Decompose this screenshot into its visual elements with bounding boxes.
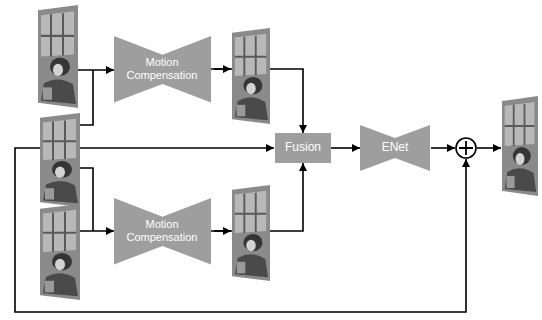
input-wire — [80, 168, 93, 231]
compensated-frame — [232, 185, 270, 281]
frame-wire — [214, 68, 231, 70]
center-wire — [80, 147, 274, 149]
frame-wire — [214, 230, 231, 232]
input-wire — [78, 69, 114, 71]
bowtie-shape — [114, 198, 211, 265]
bowtie-shape — [360, 125, 430, 171]
sum-symbol — [456, 138, 476, 158]
input-frame — [40, 113, 80, 207]
output-wire — [477, 147, 501, 149]
bowtie-shape — [114, 36, 211, 103]
network-block: ENet — [360, 125, 430, 171]
process-box: Fusion — [275, 133, 331, 163]
network-block: Motion Compensation — [114, 36, 211, 103]
input-frame — [38, 5, 78, 108]
compensated-frame — [232, 28, 270, 124]
node-label: Motion Compensation — [119, 56, 206, 81]
input-wire — [80, 70, 93, 125]
skip-wire — [15, 148, 466, 312]
input-frame — [40, 204, 80, 300]
output-frame — [502, 96, 538, 196]
node-label: Fusion — [285, 141, 321, 155]
node-label: ENet — [382, 141, 409, 155]
network-block: Motion Compensation — [114, 198, 211, 265]
input-wire — [80, 230, 114, 232]
node-label: Motion Compensation — [119, 218, 206, 243]
flow-arrow — [331, 147, 360, 149]
sum-wire — [431, 147, 455, 149]
plus-sign — [459, 141, 473, 155]
